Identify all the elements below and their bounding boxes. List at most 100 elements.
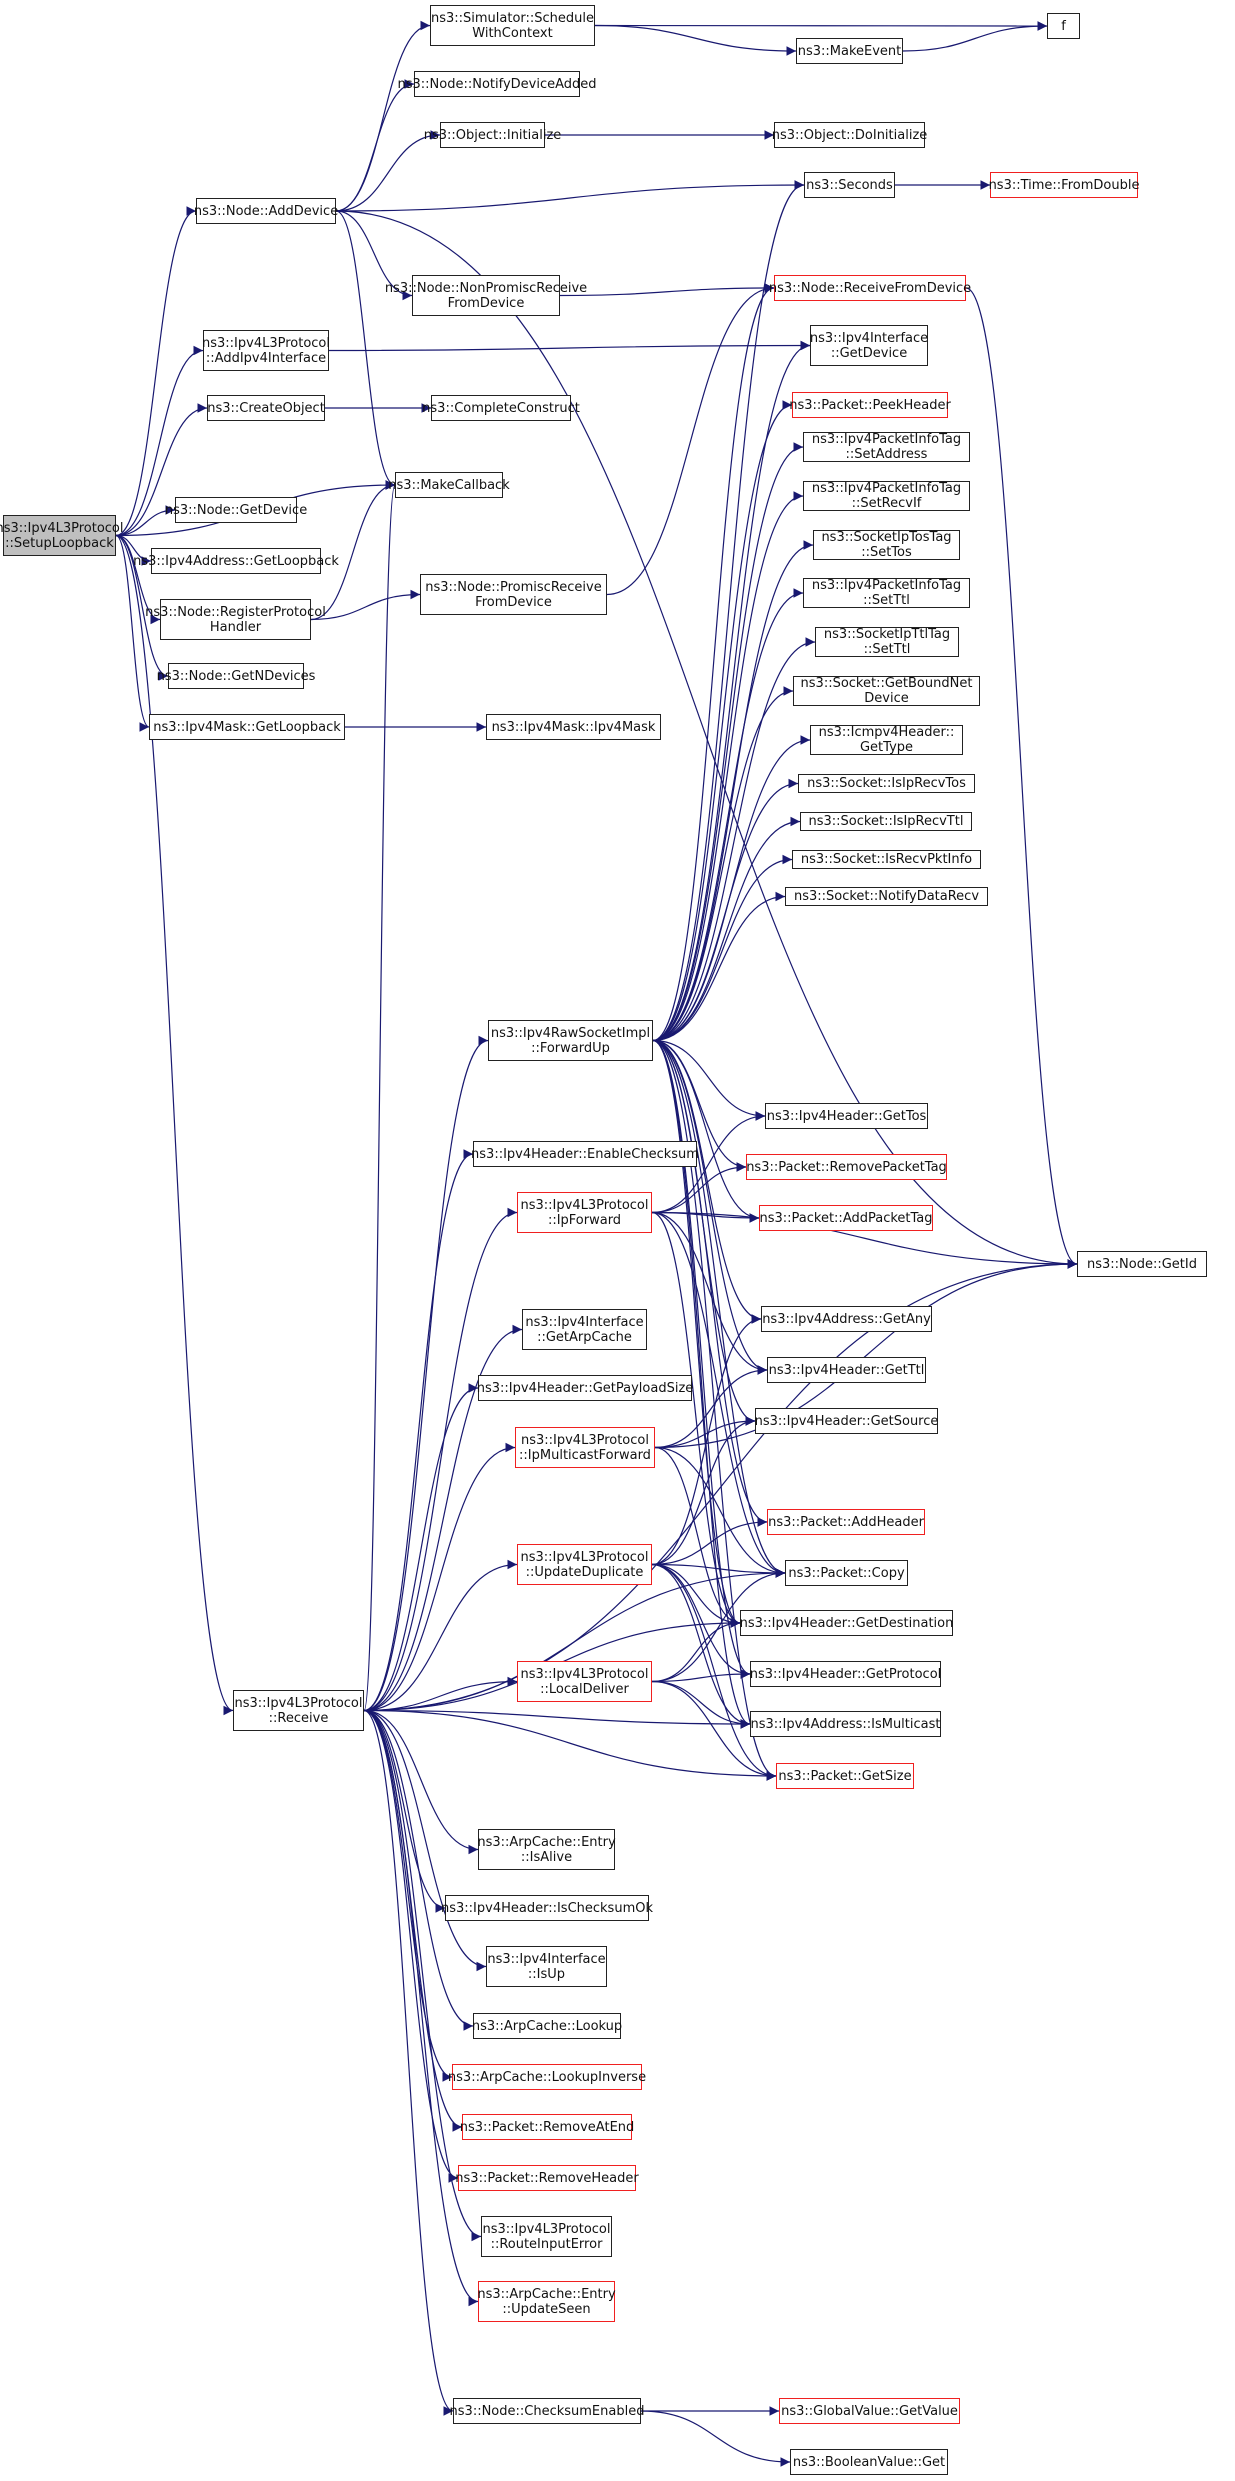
node-is-multicast[interactable]: ns3::Ipv4Address::IsMulticast	[750, 1711, 941, 1737]
node-is-ip-recv-tos[interactable]: ns3::Socket::IsIpRecvTos	[798, 774, 975, 793]
node-ipv4if-get-device[interactable]: ns3::Ipv4Interface ::GetDevice	[810, 325, 928, 366]
edge-forward-up-to-tag-set-recv-if	[652, 491, 804, 1042]
edge-ip-forward-to-get-destination	[651, 1211, 741, 1628]
node-ip-forward[interactable]: ns3::Ipv4L3Protocol ::IpForward	[517, 1192, 652, 1233]
edge-forward-up-to-add-packet-tag	[652, 1039, 760, 1223]
node-get-any[interactable]: ns3::Ipv4Address::GetAny	[761, 1306, 932, 1332]
node-get-arp-cache[interactable]: ns3::Ipv4Interface ::GetArpCache	[522, 1309, 647, 1350]
edge-receive-to-get-payload-size	[363, 1383, 479, 1712]
node-is-checksum-ok[interactable]: ns3::Ipv4Header::IsChecksumOk	[441, 1895, 653, 1921]
edge-add-device-to-make-callback	[335, 210, 396, 490]
node-register-protocol-handler[interactable]: ns3::Node::RegisterProtocol Handler	[145, 599, 326, 640]
node-ipv4mask-ctor[interactable]: ns3::Ipv4Mask::Ipv4Mask	[486, 714, 661, 740]
edge-local-deliver-to-packet-copy	[651, 1568, 786, 1683]
node-get-ttl[interactable]: ns3::Ipv4Header::GetTtl	[767, 1357, 926, 1383]
node-get-source[interactable]: ns3::Ipv4Header::GetSource	[755, 1408, 938, 1434]
node-remove-header[interactable]: ns3::Packet::RemoveHeader	[455, 2165, 639, 2191]
edge-forward-up-to-seconds	[652, 180, 805, 1042]
edge-update-duplicate-to-get-destination	[651, 1563, 741, 1628]
node-object-initialize[interactable]: ns3::Object::Initialize	[424, 122, 561, 148]
edge-forward-up-to-peek-header	[652, 400, 793, 1042]
node-ipv4if-is-up[interactable]: ns3::Ipv4Interface ::IsUp	[486, 1946, 607, 1987]
node-receive[interactable]: ns3::Ipv4L3Protocol ::Receive	[233, 1690, 364, 1731]
node-get-bound-net-device[interactable]: ns3::Socket::GetBoundNet Device	[793, 676, 980, 706]
node-get-payload-size[interactable]: ns3::Ipv4Header::GetPayloadSize	[477, 1375, 693, 1401]
edge-add-ipv4-interface-to-ipv4if-get-device	[328, 340, 811, 352]
edge-forward-up-to-notify-data-recv	[652, 891, 786, 1042]
node-forward-up[interactable]: ns3::Ipv4RawSocketImpl ::ForwardUp	[488, 1020, 653, 1061]
node-remove-at-end[interactable]: ns3::Packet::RemoveAtEnd	[460, 2114, 634, 2140]
edge-setup-loopback-to-add-device	[115, 206, 197, 537]
node-schedule-with-context[interactable]: ns3::Simulator::Schedule WithContext	[430, 5, 595, 46]
node-tag-set-ttl[interactable]: ns3::Ipv4PacketInfoTag ::SetTtl	[803, 578, 970, 608]
node-complete-construct[interactable]: ns3::CompleteConstruct	[422, 395, 580, 421]
node-add-packet-tag[interactable]: ns3::Packet::AddPacketTag	[759, 1205, 933, 1231]
node-node-get-device[interactable]: ns3::Node::GetDevice	[165, 497, 307, 523]
node-route-input-error[interactable]: ns3::Ipv4L3Protocol ::RouteInputError	[481, 2216, 612, 2257]
node-ip-multicast-forward[interactable]: ns3::Ipv4L3Protocol ::IpMulticastForward	[515, 1427, 655, 1468]
node-tag-set-address[interactable]: ns3::Ipv4PacketInfoTag ::SetAddress	[803, 432, 970, 462]
edge-receive-to-remove-header	[363, 1709, 459, 2183]
edge-receive-to-enable-checksum	[363, 1149, 474, 1712]
node-time-from-double[interactable]: ns3::Time::FromDouble	[989, 172, 1139, 198]
edge-forward-up-to-ipv4if-get-device	[652, 340, 811, 1042]
node-receive-from-device[interactable]: ns3::Node::ReceiveFromDevice	[769, 275, 971, 301]
node-enable-checksum[interactable]: ns3::Ipv4Header::EnableChecksum	[471, 1141, 699, 1167]
node-arp-entry-is-alive[interactable]: ns3::ArpCache::Entry ::IsAlive	[477, 1829, 616, 1870]
node-is-recv-pkt-info[interactable]: ns3::Socket::IsRecvPktInfo	[792, 850, 981, 869]
node-boolean-get[interactable]: ns3::BooleanValue::Get	[790, 2449, 948, 2475]
edge-forward-up-to-get-tos	[652, 1039, 766, 1121]
edge-setup-loopback-to-ipv4mask-get-loopback	[115, 534, 150, 732]
edge-receive-to-packet-get-size	[363, 1709, 777, 1781]
node-arp-lookup-inverse[interactable]: ns3::ArpCache::LookupInverse	[448, 2064, 646, 2090]
node-add-header[interactable]: ns3::Packet::AddHeader	[767, 1509, 925, 1535]
edge-forward-up-to-is-ip-recv-ttl	[652, 816, 801, 1042]
node-packet-copy[interactable]: ns3::Packet::Copy	[785, 1560, 908, 1586]
edge-ip-forward-to-get-tos	[651, 1111, 766, 1214]
node-get-tos[interactable]: ns3::Ipv4Header::GetTos	[765, 1103, 928, 1129]
node-add-device[interactable]: ns3::Node::AddDevice	[194, 198, 338, 224]
edge-receive-to-ipv4if-is-up	[363, 1709, 487, 1972]
node-do-initialize[interactable]: ns3::Object::DoInitialize	[772, 122, 927, 148]
node-ipv4mask-get-loopback[interactable]: ns3::Ipv4Mask::GetLoopback	[149, 714, 345, 740]
node-f[interactable]: f	[1047, 13, 1080, 39]
edge-add-device-to-node-get-id	[335, 210, 1078, 1269]
edge-update-duplicate-to-get-source	[651, 1416, 756, 1566]
node-seconds[interactable]: ns3::Seconds	[804, 172, 895, 198]
node-remove-packet-tag[interactable]: ns3::Packet::RemovePacketTag	[746, 1154, 947, 1180]
edge-ip-multicast-forward-to-packet-copy	[654, 1446, 786, 1578]
node-node-get-id[interactable]: ns3::Node::GetId	[1077, 1251, 1207, 1277]
node-arp-lookup[interactable]: ns3::ArpCache::Lookup	[472, 2013, 622, 2039]
edge-ip-multicast-forward-to-get-ttl	[654, 1365, 768, 1449]
edge-receive-to-local-deliver	[363, 1676, 518, 1712]
node-non-promisc-receive[interactable]: ns3::Node::NonPromiscReceive FromDevice	[385, 275, 587, 316]
node-promisc-receive[interactable]: ns3::Node::PromiscReceive FromDevice	[420, 574, 607, 615]
edge-add-device-to-seconds	[335, 180, 805, 212]
node-packet-get-size[interactable]: ns3::Packet::GetSize	[776, 1763, 914, 1789]
node-notify-device-added[interactable]: ns3::Node::NotifyDeviceAdded	[397, 71, 597, 97]
node-tos-tag-set-tos[interactable]: ns3::SocketIpTosTag ::SetTos	[813, 530, 960, 560]
node-add-ipv4-interface[interactable]: ns3::Ipv4L3Protocol ::AddIpv4Interface	[202, 330, 330, 371]
edge-setup-loopback-to-create-object	[115, 403, 208, 537]
node-get-protocol[interactable]: ns3::Ipv4Header::GetProtocol	[750, 1661, 941, 1687]
node-is-ip-recv-ttl[interactable]: ns3::Socket::IsIpRecvTtl	[800, 812, 972, 831]
node-get-n-devices[interactable]: ns3::Node::GetNDevices	[157, 663, 315, 689]
edge-forward-up-to-packet-copy	[652, 1039, 786, 1578]
edge-add-device-to-non-promisc-receive	[335, 210, 413, 301]
node-peek-header[interactable]: ns3::Packet::PeekHeader	[789, 392, 951, 418]
node-ttl-tag-set-ttl[interactable]: ns3::SocketIpTtlTag ::SetTtl	[815, 627, 959, 657]
node-create-object[interactable]: ns3::CreateObject	[207, 395, 325, 421]
node-local-deliver[interactable]: ns3::Ipv4L3Protocol ::LocalDeliver	[517, 1661, 652, 1702]
node-arp-update-seen[interactable]: ns3::ArpCache::Entry ::UpdateSeen	[477, 2281, 616, 2322]
node-ipv4addr-get-loopback[interactable]: ns3::Ipv4Address::GetLoopback	[133, 548, 339, 574]
node-make-callback[interactable]: ns3::MakeCallback	[388, 472, 510, 498]
node-update-duplicate[interactable]: ns3::Ipv4L3Protocol ::UpdateDuplicate	[517, 1544, 652, 1585]
node-icmp-get-type[interactable]: ns3::Icmpv4Header:: GetType	[810, 725, 963, 755]
node-make-event[interactable]: ns3::MakeEvent	[796, 38, 903, 64]
node-global-get-value[interactable]: ns3::GlobalValue::GetValue	[779, 2398, 960, 2424]
node-checksum-enabled[interactable]: ns3::Node::ChecksumEnabled	[450, 2398, 644, 2424]
node-get-destination[interactable]: ns3::Ipv4Header::GetDestination	[740, 1610, 953, 1636]
edge-receive-to-arp-entry-is-alive	[363, 1709, 479, 1855]
node-tag-set-recv-if[interactable]: ns3::Ipv4PacketInfoTag ::SetRecvIf	[803, 481, 970, 511]
node-notify-data-recv[interactable]: ns3::Socket::NotifyDataRecv	[785, 887, 988, 906]
